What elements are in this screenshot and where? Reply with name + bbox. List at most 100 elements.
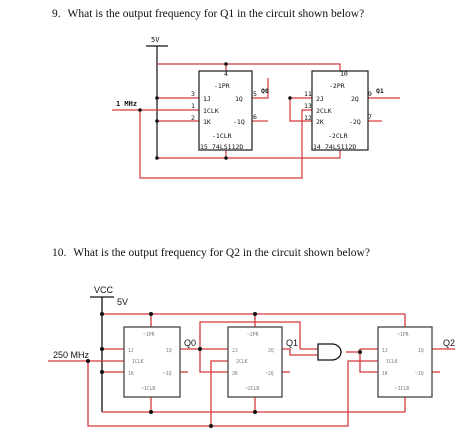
- q9-ic2-labels: 10 -2PR 11 2J 2Q 9 13 2CLK 12 2K -2Q 7 -…: [304, 70, 384, 151]
- q9-wire-q0: [252, 78, 269, 99]
- q9-supply-label: 5V: [151, 36, 160, 44]
- q10-node-6: [209, 424, 213, 428]
- q10-clock-wire3: [211, 360, 378, 427]
- q10-output-labels: Q0 Q1 Q2: [184, 338, 455, 348]
- q10-node-7: [358, 350, 362, 354]
- q10-ff1-box: [123, 326, 181, 398]
- q10-and-out: [346, 348, 378, 353]
- q10-output-q1: Q1: [286, 338, 298, 348]
- q9-ic2-pin12: 12: [304, 114, 312, 122]
- q10-ff1-qn: ~1Q: [163, 371, 172, 377]
- q9-ic1-pin2: 2: [191, 114, 195, 122]
- q10-ff3-qn: ~1Q: [415, 371, 424, 377]
- q9-node-4: [138, 108, 142, 112]
- q9-node-5: [224, 62, 228, 66]
- q10-ff1-pre: ~1PR: [143, 332, 155, 338]
- q9-node-3: [155, 156, 159, 160]
- q9-ic1-part: 74LS112D: [212, 143, 243, 151]
- q9-ic2-pre: -2PR: [329, 82, 345, 90]
- q9-wire-pre1: [157, 63, 227, 71]
- q9-ic1-pin6: 6: [253, 113, 257, 121]
- question-9: 9. What is the output frequency for Q1 i…: [52, 8, 364, 20]
- question-9-text: What is the output frequency for Q1 in t…: [67, 8, 365, 20]
- q10-ff3-j: 1J: [382, 348, 388, 354]
- q10-node-9: [253, 410, 257, 414]
- q10-ff2-pre: ~2PR: [247, 332, 259, 338]
- q10-node-3: [100, 370, 104, 374]
- q9-ic1-pin4: 4: [224, 70, 228, 78]
- circuit-q10: VCC 5V 250 MHz: [48, 285, 455, 428]
- q10-node-1: [100, 312, 104, 316]
- q9-wire-clock2: [139, 109, 312, 179]
- q9-ic2-pin14: 14: [313, 143, 321, 151]
- q9-node-1: [155, 96, 159, 100]
- q10-ff2-box: [227, 326, 283, 398]
- q10-clock-wire2: [87, 360, 228, 427]
- q9-ic1-q: 1Q: [235, 95, 243, 103]
- q10-q1-wire: [282, 348, 318, 356]
- q10-ff2-k: 2K: [232, 371, 238, 377]
- q9-ic1-qn: -1Q: [233, 118, 245, 126]
- q9-ic1-box: [198, 70, 253, 151]
- q10-node-8: [149, 410, 153, 414]
- q9-output-q1: Q1: [376, 87, 384, 95]
- q10-ff3-k: 1K: [382, 371, 388, 377]
- q9-clock-label: 1 MHz: [116, 100, 137, 108]
- q10-ff3-clk: 1CLK: [386, 359, 398, 365]
- q10-ff-labels: ~1PR 1J 1Q 1CLK 1K ~1Q ~1CLR ~2PR 2J 2Q …: [128, 332, 424, 392]
- circuit-q9: 5V 1 MHz: [112, 36, 400, 179]
- q10-node-5: [198, 347, 202, 351]
- q10-q0-wire: [180, 321, 301, 350]
- q9-ic2-pin9: 9: [368, 90, 372, 98]
- q9-ic2-pin13: 13: [304, 102, 312, 110]
- q9-wire-clr1: [157, 150, 227, 159]
- q9-node-7: [224, 156, 228, 160]
- q10-output-q2: Q2: [443, 338, 455, 348]
- q9-wire-k2: [289, 98, 312, 122]
- q9-wire-pre2: [226, 63, 341, 71]
- q10-ff3-box: [377, 326, 433, 398]
- q9-ic1-k: 1K: [203, 118, 211, 126]
- q10-ff1-clk: 1CLK: [132, 359, 144, 365]
- q10-ff1-k: 1K: [128, 371, 134, 377]
- q10-ff2-qn: ~2Q: [265, 371, 274, 377]
- q9-ic1-pin15: 15: [200, 143, 208, 151]
- q9-ic1-pin1: 1: [191, 102, 195, 110]
- q10-node-10: [253, 312, 257, 316]
- q9-ic2-clr: -2CLR: [328, 132, 348, 140]
- q10-k2-wire: [199, 349, 228, 373]
- q10-ff2-clk: 2CLK: [236, 359, 248, 365]
- q10-ff2-clr: ~2CLR: [245, 386, 260, 392]
- q10-output-q0: Q0: [184, 338, 196, 348]
- q9-wire-clr2: [226, 150, 341, 159]
- q9-ic2-box: [311, 70, 369, 151]
- q9-node-2: [155, 119, 159, 123]
- q9-ic1-labels: 4 -1PR 3 1J 1Q 5 1 1CLK 2 1K -1Q 6 -1CLR…: [191, 70, 269, 151]
- q9-output-q0: Q0: [261, 87, 269, 95]
- q9-node-6: [288, 96, 292, 100]
- question-9-number: 9.: [52, 8, 61, 20]
- q10-ff3-q: 1Q: [418, 348, 424, 354]
- q10-ff2-q: 2Q: [268, 348, 274, 354]
- q9-ic1-clr: -1CLR: [212, 132, 232, 140]
- q9-ic1-pin5: 5: [253, 90, 257, 98]
- question-10: 10. What is the output frequency for Q2 …: [52, 247, 370, 259]
- q10-k3-wire: [359, 352, 378, 373]
- q9-ic1-j: 1J: [203, 95, 211, 103]
- q10-ff3-clr: ~1CLR: [395, 386, 410, 392]
- q10-ff1-q: 1Q: [166, 348, 172, 354]
- q9-ic2-j: 2J: [316, 95, 324, 103]
- question-10-number: 10.: [52, 247, 67, 259]
- q9-ic2-part: 74LS112D: [325, 143, 356, 151]
- q10-vcc-label: VCC: [94, 285, 114, 295]
- q10-node-11: [149, 312, 153, 316]
- q9-ic2-clk: 2CLK: [316, 107, 332, 115]
- q9-ic2-pin10: 10: [340, 70, 348, 78]
- question-10-text: What is the output frequency for Q2 in t…: [73, 247, 370, 259]
- q9-ic2-qn: -2Q: [349, 118, 361, 126]
- q10-ff1-j: 1J: [128, 348, 134, 354]
- q10-and-gate: [317, 343, 342, 361]
- q10-node-2: [100, 347, 104, 351]
- q9-ic2-k: 2K: [316, 118, 324, 126]
